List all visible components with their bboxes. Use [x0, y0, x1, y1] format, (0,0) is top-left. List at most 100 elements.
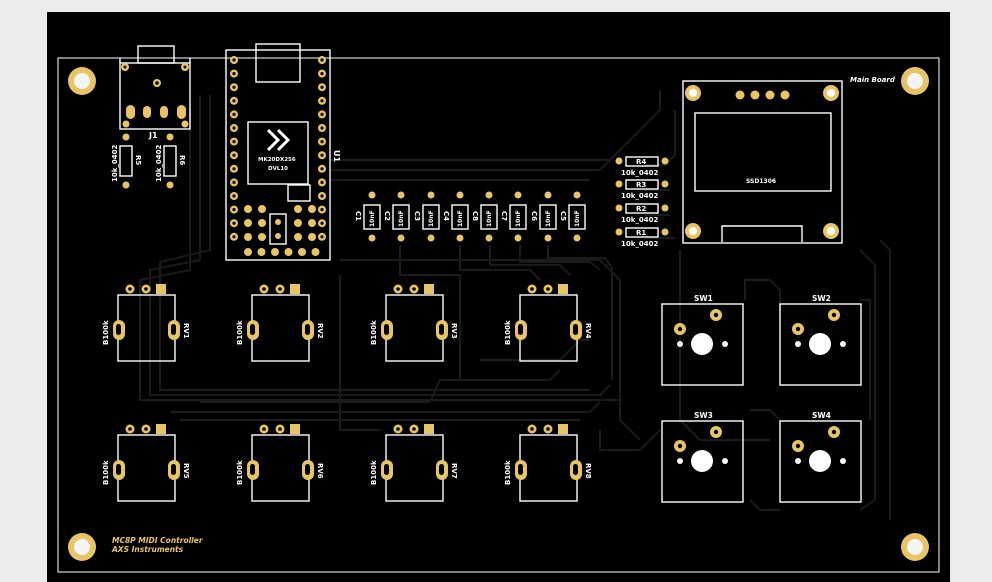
mcu-pin: [308, 219, 316, 227]
mcu-pin: [275, 219, 281, 225]
pot-value-label: B100k: [236, 460, 244, 485]
mcu-pin: [294, 219, 302, 227]
switch-sw2: SW2: [779, 294, 862, 386]
pot-value-label: B100k: [504, 460, 512, 485]
mcu-pin: [244, 219, 252, 227]
mcu-pin: [244, 233, 252, 241]
jack-ref-label: J1: [148, 131, 158, 140]
capacitor-value-label: 10nF: [457, 210, 464, 227]
nxp-logo-icon: [266, 128, 291, 152]
capacitor-c3: 10nF C3: [413, 191, 440, 242]
r6-ref-label: R6: [178, 155, 186, 165]
capacitor-value-label: 10nF: [515, 210, 522, 227]
switch-ref-label: SW2: [812, 294, 831, 303]
capacitor-c4: 10nF C4: [442, 191, 469, 242]
capacitor-ref-label: C3: [413, 211, 421, 221]
switch-sw3: SW3: [661, 411, 744, 503]
capacitor-c7: 10nF C7: [500, 191, 527, 242]
capacitor-ref-label: C4: [442, 211, 450, 221]
mcu-pin: [244, 248, 252, 256]
board-outline: [57, 57, 940, 573]
capacitor-value-label: 10nF: [428, 210, 435, 227]
mcu-pin: [308, 233, 316, 241]
capacitor-ref-label: C7: [500, 211, 508, 221]
mcu-pin: [284, 248, 293, 256]
pot-ref-label: RV1: [182, 323, 190, 339]
mcu-pin: [294, 233, 302, 241]
pot-ref-label: RV8: [584, 463, 592, 479]
resistor-value-label: 10k_0402: [621, 240, 659, 248]
mcu-ref-label: U1: [332, 150, 341, 162]
credit-line1: MC8P MIDI Controller: [112, 536, 204, 545]
mcu-pin: [257, 248, 266, 256]
switch-ref-label: SW4: [812, 411, 831, 420]
pot-value-label: B100k: [102, 320, 110, 345]
switch-sw4: SW4: [779, 411, 862, 503]
pot-ref-label: RV2: [316, 323, 324, 339]
mounting-hole: [901, 533, 929, 561]
capacitor-value-label: 10nF: [369, 210, 376, 227]
pot-ref-label: RV6: [316, 463, 324, 479]
pot-rv2: B100k RV2: [236, 284, 324, 362]
mcu-u1: MK20DX256 DVL10 U1: [225, 43, 341, 261]
mcu-pin: [244, 205, 252, 213]
capacitor-value-label: 10nF: [486, 210, 493, 227]
pot-rv3: B100k RV3: [370, 284, 458, 362]
capacitor-value-label: 10nF: [574, 210, 581, 227]
r5-ref-label: R5: [134, 155, 142, 165]
oled-display: SSD1306: [682, 80, 843, 244]
pot-rv7: B100k RV7: [370, 424, 458, 502]
capacitor-c8: 10nF C8: [471, 191, 498, 242]
resistor-ref-label: R4: [636, 158, 646, 166]
resistor-ref-label: R2: [636, 205, 646, 213]
resistor-r4: R4 10k_0402: [615, 156, 669, 177]
capacitor-c1: 10nF C1: [354, 191, 381, 242]
resistor-value-label: 10k_0402: [621, 169, 659, 177]
credit-line2: AXS Instruments: [111, 545, 184, 554]
mcu-pin: [298, 248, 306, 256]
resistor-ref-label: R3: [636, 181, 646, 189]
mcu-pin: [258, 205, 266, 213]
pot-rv5: B100k RV5: [102, 424, 190, 502]
pot-value-label: B100k: [504, 320, 512, 345]
resistor-value-label: 10k_0402: [621, 216, 659, 224]
mounting-hole: [68, 533, 96, 561]
mcu-pin: [258, 219, 266, 227]
board-name-label: Main Board: [850, 76, 896, 84]
capacitor-value-label: 10nF: [545, 210, 552, 227]
pot-ref-label: RV3: [450, 323, 458, 339]
capacitor-c5: 10nF C5: [559, 191, 586, 242]
capacitor-ref-label: C5: [559, 211, 567, 221]
pot-rv1: B100k RV1: [102, 284, 190, 362]
pot-value-label: B100k: [236, 320, 244, 345]
switch-ref-label: SW1: [694, 294, 713, 303]
mounting-hole: [901, 67, 929, 95]
mcu-pin: [294, 205, 302, 213]
mcu-pins: [230, 56, 326, 256]
pot-ref-label: RV7: [450, 463, 458, 479]
r5-value-label: 10k_0402: [111, 144, 119, 182]
jack-j1: J1: [119, 45, 191, 140]
mcu-pin: [275, 233, 281, 239]
pot-rv8: B100k RV8: [504, 424, 592, 502]
pot-value-label: B100k: [370, 460, 378, 485]
resistor-r6: 10k_0402 R6: [155, 133, 186, 189]
mcu-chip-text1: MK20DX256: [258, 157, 296, 163]
capacitor-ref-label: C8: [471, 211, 479, 221]
pot-value-label: B100k: [102, 460, 110, 485]
display-label: SSD1306: [746, 178, 776, 185]
mcu-chip-text2: DVL10: [268, 166, 288, 172]
pot-value-label: B100k: [370, 320, 378, 345]
mounting-hole: [68, 67, 96, 95]
pot-ref-label: RV5: [182, 463, 190, 479]
resistor-r5: 10k_0402 R5: [111, 133, 142, 189]
capacitor-ref-label: C1: [354, 211, 362, 221]
trace-layer: [139, 90, 891, 520]
